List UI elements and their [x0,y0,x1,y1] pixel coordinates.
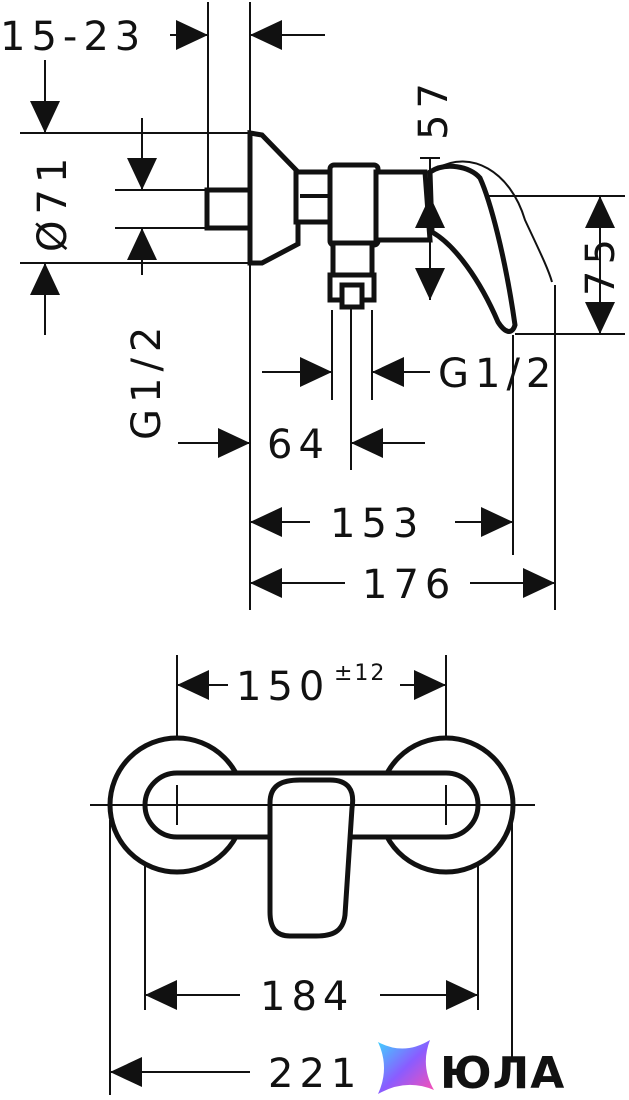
arrow-221-left [110,1057,142,1087]
arrow-g12-left-bottom [127,228,157,260]
arrow-75-bottom [585,302,615,334]
arrow-57-bottom [415,268,445,300]
arrow-g12-left-top [127,158,157,190]
dim-label-g12-left: G1/2 [124,321,170,440]
arrow-150-left [177,670,209,700]
dim-label-221: 221 [268,1051,362,1097]
dim-label-150: 150 [236,664,330,710]
arrow-g12-outlet-left [300,357,332,387]
arrow-176-right [523,568,555,598]
cartridge-housing [373,169,433,243]
arrow-153-left [250,507,282,537]
dim-label-57: 57 [411,77,457,140]
dim-label-176: 176 [362,562,456,608]
front-view: 150 ±12 184 221 [90,655,535,1097]
dim-label-g12-outlet: G1/2 [438,351,557,397]
arrow-15-23-left [176,20,208,50]
arrow-71-bottom [30,263,60,295]
lever-sweep-outline [437,160,553,283]
arrow-184-right [446,980,478,1010]
arrow-184-left [145,980,177,1010]
arrow-176-left [250,568,282,598]
lever-front [267,777,356,939]
rosette-cone [247,130,301,266]
arrow-153-right [481,507,513,537]
dim-label-diameter-71: Ø71 [30,152,76,252]
dim-label-15-23: 15-23 [0,14,146,60]
dim-label-153: 153 [330,501,424,547]
brand-logo: ЮЛА [378,1040,565,1099]
outlet-thread [339,282,365,310]
dim-label-184: 184 [260,974,354,1020]
arrow-57-top [415,196,445,228]
arrow-71-top [30,101,60,133]
arrow-64-left [218,428,250,458]
mixer-body [327,162,381,248]
brand-name: ЮЛА [440,1048,565,1099]
arrow-75-top [585,196,615,228]
arrow-64-right [351,428,383,458]
dim-label-75: 75 [578,233,624,296]
lever-handle [427,163,518,334]
wall-connector [204,187,255,231]
brand-star-icon [378,1040,434,1094]
outlet-neck [330,240,375,278]
side-view: 15-23 Ø71 G1/2 57 75 G1/2 64 [0,2,625,610]
arrow-15-23-right [250,20,282,50]
dim-tolerance-150: ±12 [334,661,386,686]
dim-label-64: 64 [267,422,330,468]
arrow-150-right [414,670,446,700]
arrow-g12-outlet-right [372,357,404,387]
